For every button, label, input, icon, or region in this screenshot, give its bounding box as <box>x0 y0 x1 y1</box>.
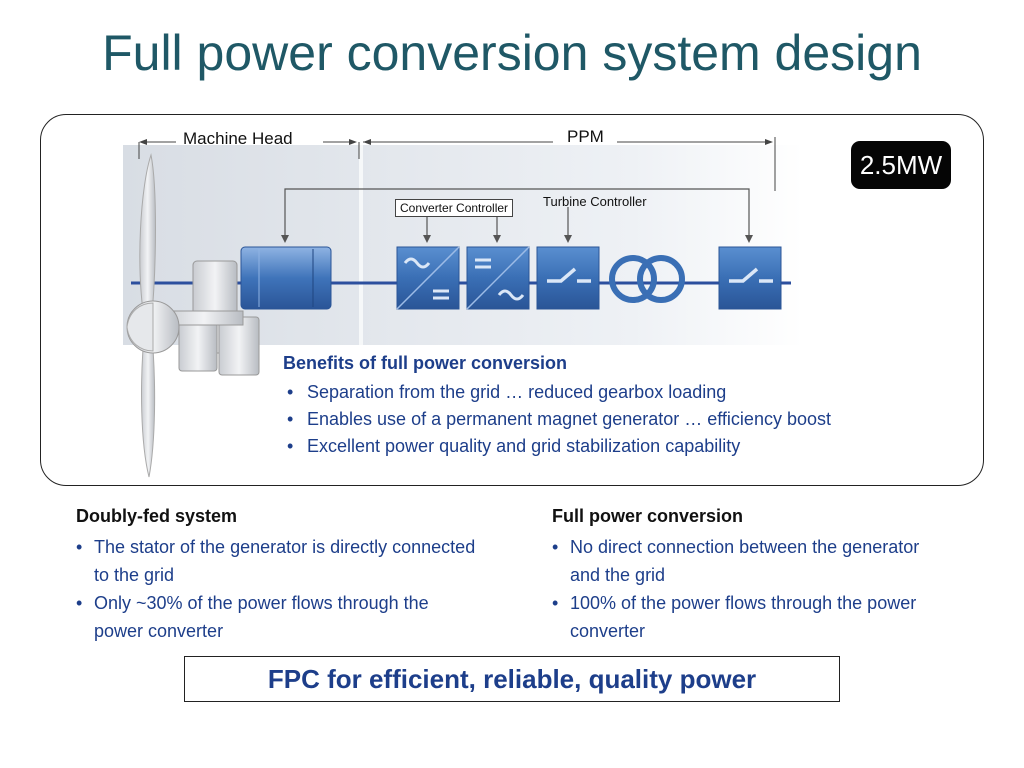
full-power-column: Full power conversion No direct connecti… <box>552 506 932 645</box>
converter-controller-label: Converter Controller <box>395 199 514 217</box>
page-title: Full power conversion system design <box>102 25 922 81</box>
turbine-controller-label: Turbine Controller <box>543 194 647 209</box>
gearbox-icon <box>164 260 260 376</box>
conversion-diagram <box>123 137 803 478</box>
ac-dc-converter-icon <box>396 246 460 310</box>
list-item: Enables use of a permanent magnet genera… <box>283 406 963 433</box>
benefits-heading: Benefits of full power conversion <box>283 353 568 373</box>
list-item: No direct connection between the generat… <box>552 533 932 589</box>
doubly-fed-heading: Doubly-fed system <box>76 506 238 526</box>
ppm-label: PPM <box>567 127 604 146</box>
circuit-breaker-icon <box>536 246 600 310</box>
dimension-lines <box>138 137 776 191</box>
list-item: The stator of the generator is directly … <box>76 533 476 589</box>
dc-ac-inverter-icon <box>466 246 530 310</box>
full-power-heading: Full power conversion <box>552 506 744 526</box>
grid-breaker-icon <box>718 246 782 310</box>
rotor-icon <box>126 153 180 478</box>
benefits-list: Benefits of full power conversion Separa… <box>283 353 963 460</box>
list-item: 100% of the power flows through the powe… <box>552 589 932 645</box>
controller-bus <box>284 188 750 237</box>
generator <box>240 246 332 310</box>
list-item: Separation from the grid … reduced gearb… <box>283 379 963 406</box>
transformer-icon <box>609 255 685 303</box>
list-item: Only ~30% of the power flows through the… <box>76 589 476 645</box>
list-item: Excellent power quality and grid stabili… <box>283 433 963 460</box>
power-rating-badge: 2.5MW <box>851 141 951 189</box>
doubly-fed-column: Doubly-fed system The stator of the gene… <box>76 506 476 645</box>
footer-banner: FPC for efficient, reliable, quality pow… <box>184 656 840 702</box>
machine-head-label: Machine Head <box>183 129 293 148</box>
diagram-panel: Machine Head PPM Converter Controller Tu… <box>40 114 984 486</box>
